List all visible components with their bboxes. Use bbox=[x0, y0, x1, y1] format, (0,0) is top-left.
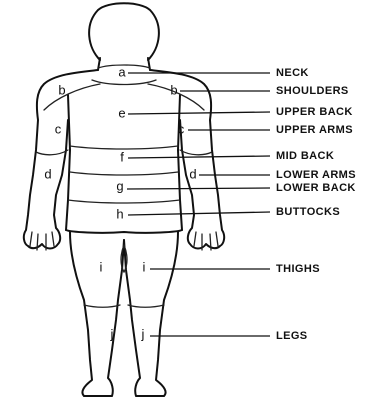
zone-letter-buttocks: h bbox=[116, 206, 123, 221]
label-upper-arms: UPPER ARMS bbox=[276, 124, 353, 136]
zone-letter-thigh-right: i bbox=[143, 259, 146, 274]
zone-letter-leg-right: j bbox=[141, 326, 145, 341]
thigh-knee-line-left bbox=[84, 305, 120, 307]
label-neck: NECK bbox=[276, 67, 309, 79]
right-leg-outline bbox=[124, 232, 178, 396]
upper-arm-divider-left bbox=[36, 150, 68, 155]
label-buttocks: BUTTOCKS bbox=[276, 206, 340, 218]
mid-back-line-top bbox=[70, 146, 178, 149]
zone-letter-upper-arm-left: c bbox=[55, 121, 62, 136]
label-upper-back: UPPER BACK bbox=[276, 106, 353, 118]
upper-arm-divider-right bbox=[180, 150, 212, 155]
region-labels: NECK SHOULDERS UPPER BACK UPPER ARMS MID… bbox=[276, 67, 356, 342]
leader-lower-back bbox=[127, 188, 270, 189]
leader-lines bbox=[127, 73, 270, 336]
label-lower-back: LOWER BACK bbox=[276, 182, 356, 194]
zone-letter-lower-back: g bbox=[116, 178, 123, 193]
lower-back-line bbox=[68, 200, 180, 203]
label-legs: LEGS bbox=[276, 330, 308, 342]
thigh-knee-line-right bbox=[128, 305, 164, 307]
leader-mid-back bbox=[128, 156, 270, 158]
zone-letter-lower-arm-right: d bbox=[189, 166, 196, 181]
hip-outline bbox=[66, 230, 182, 233]
zone-letter-shoulder-left: b bbox=[58, 82, 65, 97]
zone-letter-shoulder-right: b bbox=[170, 82, 177, 97]
left-leg-outline bbox=[70, 232, 124, 396]
leader-buttocks bbox=[128, 212, 270, 215]
label-mid-back: MID BACK bbox=[276, 150, 334, 162]
zone-letter-mid-back: f bbox=[120, 149, 124, 164]
label-lower-arms: LOWER ARMS bbox=[276, 169, 356, 181]
zone-letter-upper-arm-right: c bbox=[178, 121, 185, 136]
label-thighs: THIGHS bbox=[276, 263, 320, 275]
zone-letter-neck: a bbox=[118, 64, 126, 79]
zone-letter-lower-arm-left: d bbox=[44, 166, 51, 181]
mid-back-line-bottom bbox=[70, 172, 178, 175]
zone-dividers bbox=[36, 65, 212, 307]
zone-letter-upper-back: e bbox=[118, 105, 125, 120]
leader-upper-back bbox=[128, 112, 270, 114]
zone-letter-leg-left: j bbox=[110, 326, 114, 341]
right-arm-outline bbox=[150, 70, 224, 249]
zone-letter-thigh-left: i bbox=[100, 259, 103, 274]
label-shoulders: SHOULDERS bbox=[276, 85, 349, 97]
body-outline bbox=[24, 3, 224, 396]
head-outline bbox=[89, 3, 159, 60]
